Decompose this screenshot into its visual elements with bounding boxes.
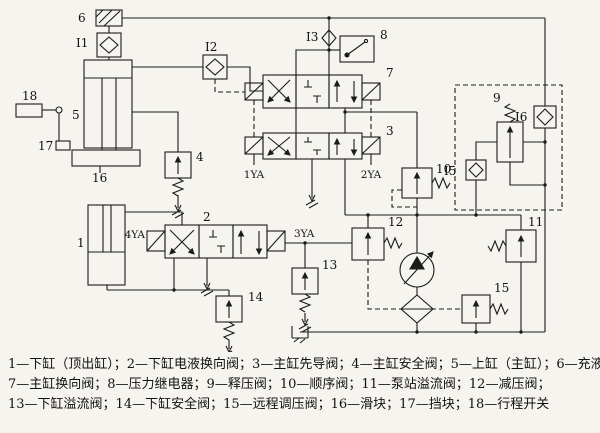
label-valve-9: 9 bbox=[493, 91, 501, 105]
remote-pressure-valve-15 bbox=[461, 294, 509, 324]
stop-block-17 bbox=[55, 140, 71, 151]
label-valve-14: 14 bbox=[248, 290, 264, 304]
legend-line-3: 13—下缸溢流阀；14—下缸安全阀；15—远程调压阀；16—滑块；17—挡块；1… bbox=[8, 397, 550, 412]
label-valve-7: 7 bbox=[386, 66, 394, 80]
label-valve-2: 2 bbox=[203, 210, 211, 224]
label-stop-17: 17 bbox=[38, 139, 53, 153]
label-valve-4: 4 bbox=[196, 150, 204, 164]
legend-line-2: 7—主缸换向阀；8—压力继电器；9—释压阀；10—顺序阀；11—泵站溢流阀；12… bbox=[8, 377, 551, 392]
overflow-valve-13 bbox=[291, 267, 319, 333]
pipework bbox=[106, 16, 547, 334]
label-solenoid-4ya: 4YA bbox=[125, 229, 146, 241]
reducing-valve-12 bbox=[351, 227, 403, 261]
label-valve-15: 15 bbox=[494, 281, 509, 295]
pressure-relay-8 bbox=[339, 35, 375, 63]
relief-valve-11 bbox=[487, 229, 537, 263]
slider-16 bbox=[71, 149, 141, 173]
label-check-valve-i5: I5 bbox=[444, 164, 456, 178]
label-solenoid-3ya: 3YA bbox=[294, 228, 315, 240]
main-cylinder-5 bbox=[83, 59, 133, 150]
label-cylinder-5: 5 bbox=[72, 108, 80, 122]
legend: 1—下缸（顶出缸）；2—下缸电液换向阀；3—主缸先导阀；4—主缸安全阀；5—上缸… bbox=[0, 352, 600, 415]
label-switch-18: 18 bbox=[22, 89, 37, 103]
label-tank-6: 6 bbox=[78, 11, 86, 25]
label-solenoid-2ya: 2YA bbox=[361, 169, 382, 181]
pump bbox=[399, 251, 435, 288]
label-check-valve-i1: I1 bbox=[76, 36, 88, 50]
check-valve-i6 bbox=[533, 105, 557, 129]
directional-valve-7 bbox=[244, 74, 381, 109]
filling-tank-6 bbox=[95, 9, 123, 27]
label-valve-12: 12 bbox=[388, 215, 403, 229]
safety-valve-14 bbox=[215, 295, 243, 352]
safety-valve-4 bbox=[164, 151, 192, 199]
directional-valve-2 bbox=[146, 224, 286, 259]
pilot-valve-3 bbox=[244, 132, 381, 165]
label-relay-8: 8 bbox=[380, 28, 388, 42]
label-valve-3: 3 bbox=[386, 124, 394, 138]
sequence-valve-10 bbox=[391, 167, 451, 208]
label-cylinder-1: 1 bbox=[77, 236, 85, 250]
release-valve-unit bbox=[454, 84, 563, 215]
label-check-valve-i2: I2 bbox=[205, 40, 217, 54]
label-valve-11: 11 bbox=[528, 215, 543, 229]
label-slider-16: 16 bbox=[92, 171, 107, 185]
label-check-valve-i3: I3 bbox=[306, 30, 318, 44]
legend-line-1: 1—下缸（顶出缸）；2—下缸电液换向阀；3—主缸先导阀；4—主缸安全阀；5—上缸… bbox=[8, 357, 600, 372]
label-check-valve-i6: I6 bbox=[515, 110, 527, 124]
check-valve-i1 bbox=[96, 32, 122, 58]
filter bbox=[400, 294, 434, 324]
check-valve-i2 bbox=[202, 54, 228, 80]
limit-switch-18 bbox=[15, 103, 63, 141]
check-valve-i3 bbox=[321, 29, 337, 47]
lower-cylinder-1 bbox=[87, 204, 126, 286]
label-valve-13: 13 bbox=[322, 258, 337, 272]
tank-symbol bbox=[291, 326, 309, 344]
label-solenoid-1ya: 1YA bbox=[244, 169, 265, 181]
hydraulic-circuit-diagram: 6 I1 18 5 17 16 I2 4 I3 8 7 3 1YA 2YA 9 … bbox=[15, 9, 563, 352]
check-valve-i5 bbox=[465, 159, 487, 181]
label-valve-10: 10 bbox=[436, 162, 451, 176]
